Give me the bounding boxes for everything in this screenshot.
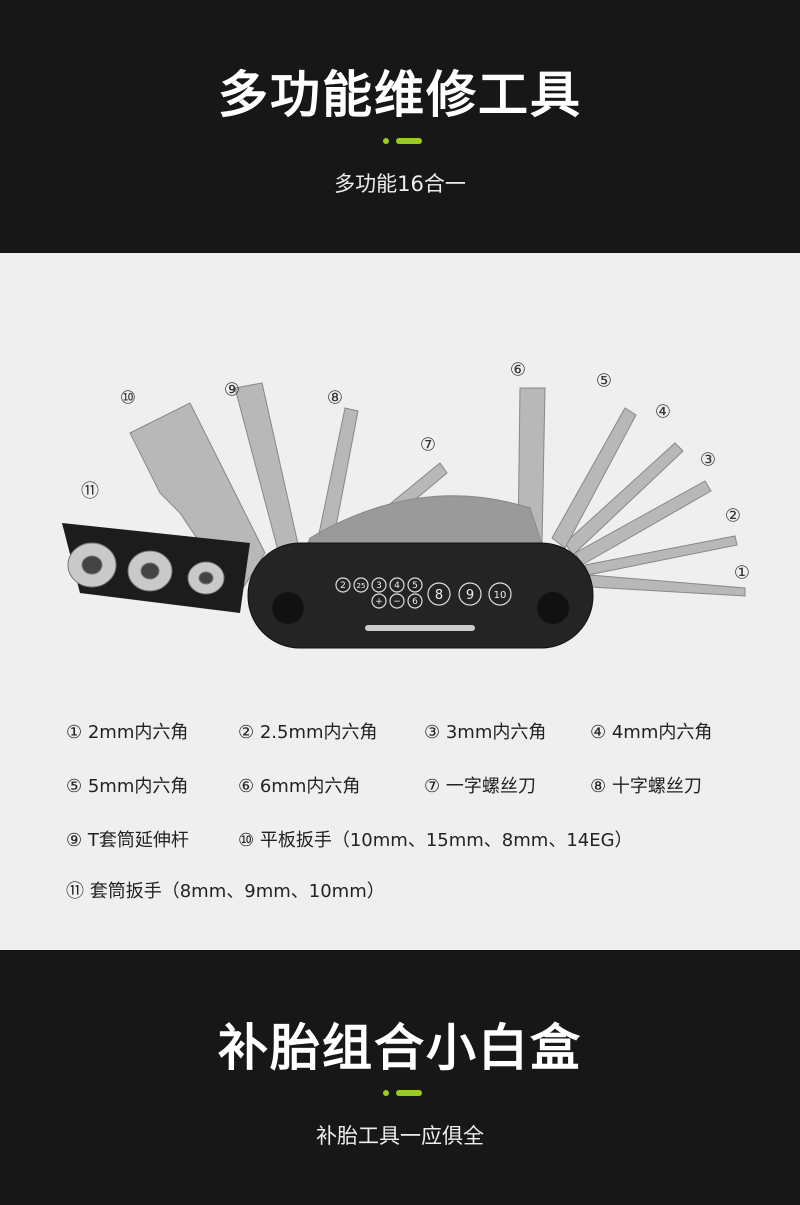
callout-11: ⑪ xyxy=(81,481,99,502)
svg-text:8: 8 xyxy=(435,588,443,603)
legend-item: ⑩ 平板扳手（10mm、15mm、8mm、14EG） xyxy=(238,830,633,851)
svg-text:10: 10 xyxy=(494,590,507,601)
bolt-left xyxy=(272,592,304,624)
svg-text:2: 2 xyxy=(340,581,346,591)
callout-1: ① xyxy=(733,562,751,584)
section-subtitle: 多功能16合一 xyxy=(334,172,466,196)
legend-item: ⑦ 一字螺丝刀 xyxy=(424,776,536,797)
callout-7: ⑦ xyxy=(419,434,437,456)
callout-9: ⑨ xyxy=(223,379,241,401)
accent-divider-2 xyxy=(383,1090,423,1096)
callout-8: ⑧ xyxy=(326,387,344,409)
header-section xyxy=(0,0,800,253)
callout-4: ④ xyxy=(654,401,672,423)
svg-text:+: + xyxy=(375,597,383,607)
size-markings xyxy=(335,577,512,609)
footer-section xyxy=(0,950,800,1205)
legend-item: ② 2.5mm内六角 xyxy=(238,722,378,743)
hex-key-4mm xyxy=(564,442,684,556)
callout-3: ③ xyxy=(699,449,717,471)
callout-5: ⑤ xyxy=(595,370,613,392)
section-subtitle-2: 补胎工具一应俱全 xyxy=(316,1124,484,1148)
legend-item: ⑤ 5mm内六角 xyxy=(66,776,189,797)
svg-text:4: 4 xyxy=(394,581,400,591)
callout-10: ⑩ xyxy=(119,387,137,409)
hex-key-2mm xyxy=(589,574,746,597)
legend-item: ⑧ 十字螺丝刀 xyxy=(590,776,702,797)
sockets xyxy=(67,542,225,595)
section-title-2: 补胎组合小白盒 xyxy=(218,1019,582,1077)
svg-text:25: 25 xyxy=(357,582,366,590)
legend-item: ⑪ 套筒扳手（8mm、9mm、10mm） xyxy=(66,881,385,902)
legend-item: ⑥ 6mm内六角 xyxy=(238,776,361,797)
section-title: 多功能维修工具 xyxy=(218,66,582,124)
bolt-right xyxy=(537,592,569,624)
svg-text:9: 9 xyxy=(466,588,474,603)
callout-6: ⑥ xyxy=(509,359,527,381)
multi-tool-image: 2 25 3 4 5 +− 6 8 9 10 xyxy=(62,382,746,649)
accent-divider xyxy=(383,138,423,144)
legend-item: ① 2mm内六角 xyxy=(66,722,189,743)
callout-2: ② xyxy=(724,505,742,527)
hex-key-5mm xyxy=(551,407,637,549)
svg-text:5: 5 xyxy=(412,581,418,591)
svg-text:3: 3 xyxy=(376,581,382,591)
legend-item: ⑨ T套筒延伸杆 xyxy=(66,830,189,851)
svg-text:−: − xyxy=(393,597,401,607)
legend-item: ④ 4mm内六角 xyxy=(590,722,713,743)
legend-item: ③ 3mm内六角 xyxy=(424,722,547,743)
svg-text:6: 6 xyxy=(412,597,418,607)
tool-body xyxy=(247,542,594,649)
